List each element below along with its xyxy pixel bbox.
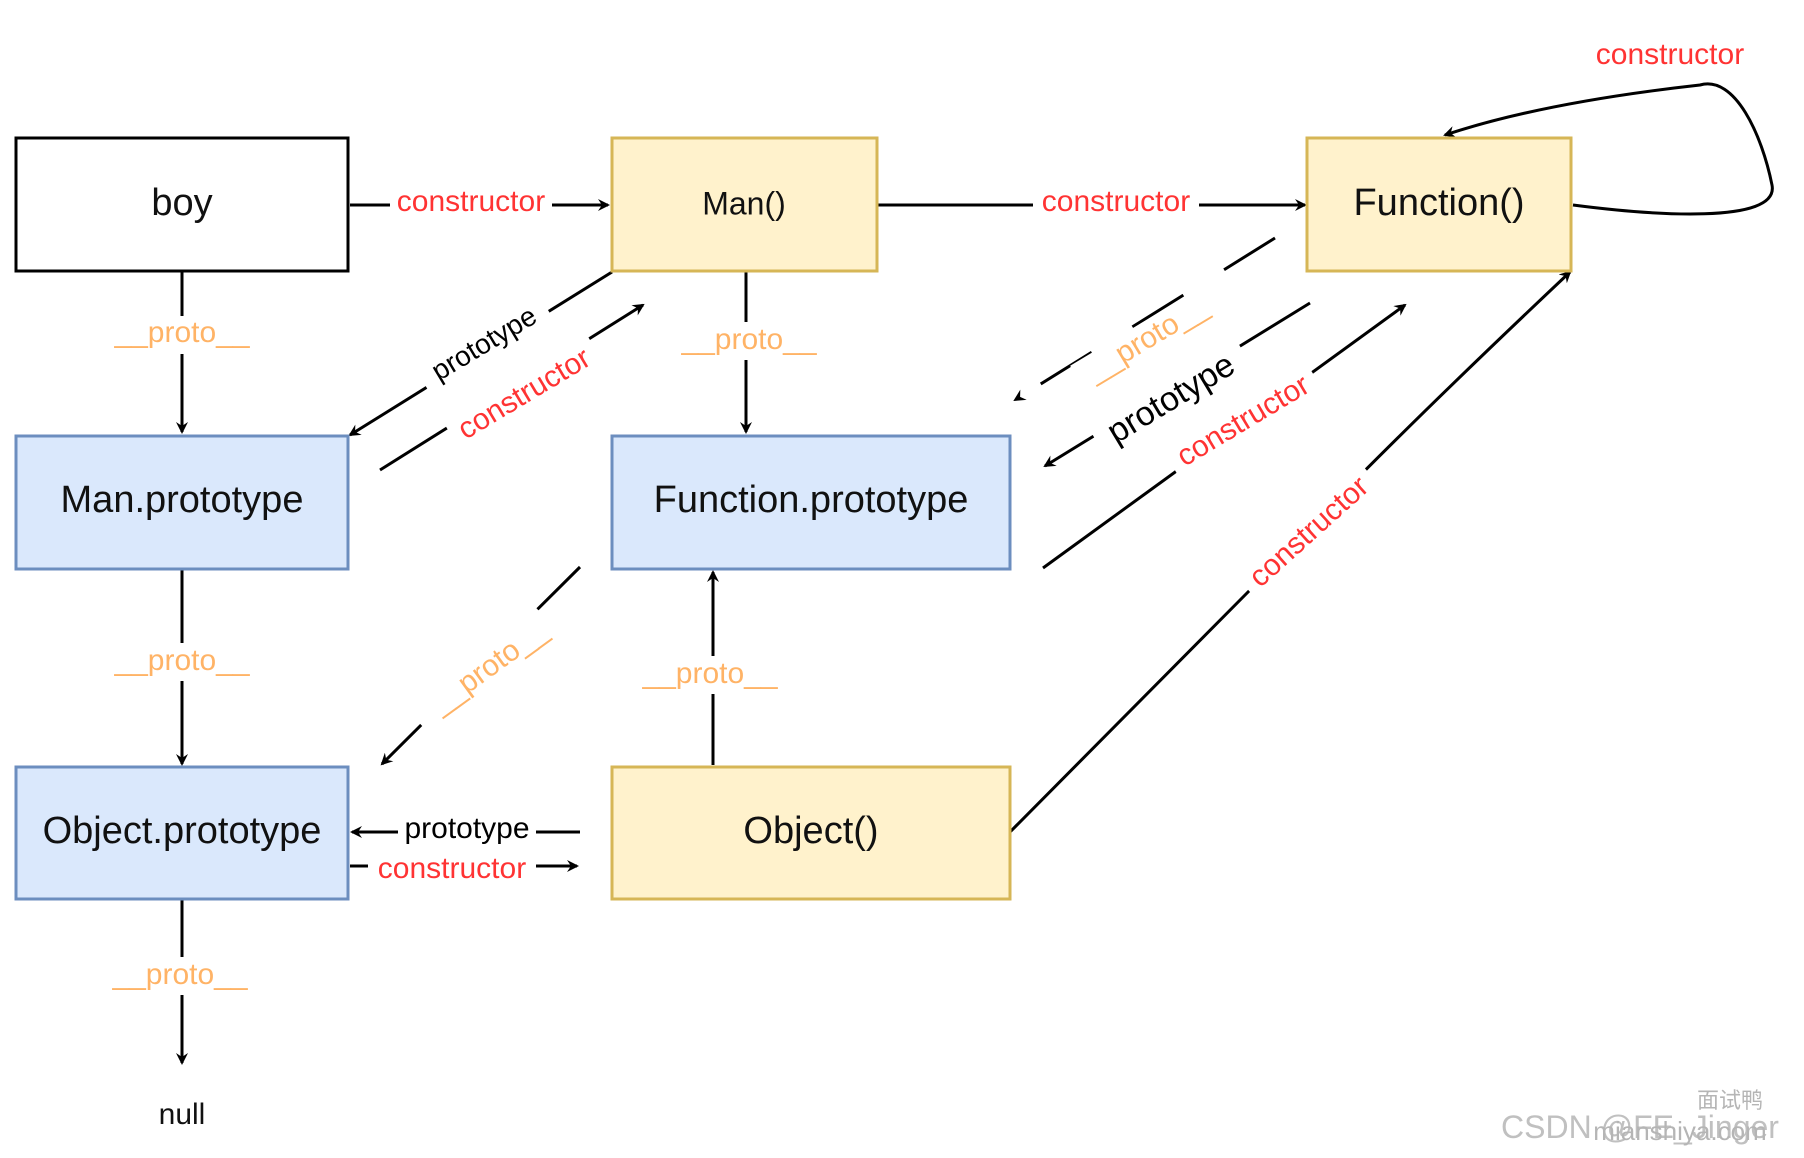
watermark-brand: 面试鸭 [1697, 1088, 1763, 1113]
edge-function-self-constructor [1443, 82, 1774, 216]
label-objectprototype-null-proto: __proto__ [111, 958, 248, 991]
label-boy-manprototype-proto: __proto__ [113, 316, 250, 349]
node-man-prototype-label: Man.prototype [61, 479, 304, 521]
node-object-prototype-label: Object.prototype [43, 810, 322, 852]
node-function: Function() [1305, 136, 1573, 273]
node-object-prototype: Object.prototype [14, 765, 350, 901]
label-man-functionprototype-proto: __proto__ [680, 323, 817, 356]
label-functionprototype-objectprototype-proto: __proto__ [424, 613, 555, 720]
node-object-label: Object() [743, 810, 878, 852]
watermark-site: mianshiya.com [1593, 1116, 1766, 1146]
edge-function-functionprototype-proto [1013, 236, 1276, 402]
label-man-function-constructor: constructor [1042, 185, 1190, 218]
watermark: 面试鸭 mianshiya.com CSDN @FE_Jinger [1501, 1088, 1779, 1146]
node-man-label: Man() [702, 185, 786, 221]
node-man: Man() [610, 136, 879, 273]
node-function-prototype-label: Function.prototype [654, 479, 969, 521]
node-boy-label: boy [151, 182, 212, 224]
node-null-label: null [159, 1098, 206, 1131]
label-object-objectprototype-prototype: prototype [404, 812, 529, 845]
node-man-prototype: Man.prototype [14, 434, 350, 571]
label-function-self-constructor: constructor [1596, 38, 1744, 71]
node-object: Object() [610, 765, 1012, 901]
node-boy: boy [14, 136, 350, 273]
label-objectprototype-object-constructor: constructor [378, 852, 526, 885]
node-function-prototype: Function.prototype [610, 434, 1012, 571]
label-object-function-constructor: constructor [1243, 470, 1375, 594]
watermark-author: CSDN @FE_Jinger [1501, 1109, 1779, 1145]
label-manprototype-objectprototype-proto: __proto__ [113, 644, 250, 677]
label-object-functionprototype-proto: __proto__ [641, 657, 778, 690]
label-boy-man-constructor: constructor [397, 185, 545, 218]
node-function-label: Function() [1353, 182, 1524, 224]
